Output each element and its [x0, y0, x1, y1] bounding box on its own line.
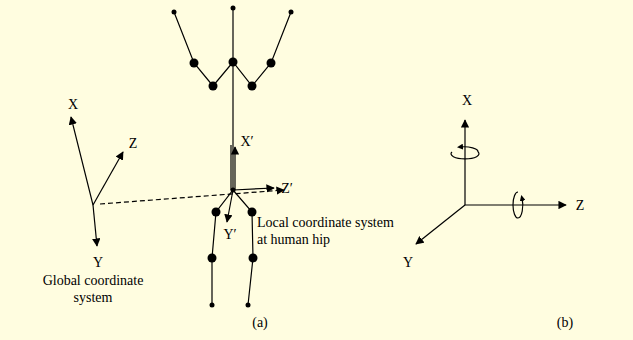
- axis-label: X′: [240, 133, 253, 150]
- panel-label: (a): [252, 314, 268, 331]
- axis-label: X: [462, 92, 472, 109]
- system-label: Global coordinate system: [28, 272, 158, 306]
- system-label: Local coordinate system at human hip: [257, 214, 397, 248]
- axis-label: Z: [576, 197, 585, 214]
- axis-label: Y: [93, 254, 103, 271]
- axis-label: Z: [129, 135, 138, 152]
- panel-label: (b): [557, 314, 573, 331]
- axis-label: Y: [403, 254, 413, 271]
- axis-label: Z′: [281, 180, 293, 197]
- axis-label: X: [68, 96, 78, 113]
- axis-label: Y′: [223, 226, 236, 243]
